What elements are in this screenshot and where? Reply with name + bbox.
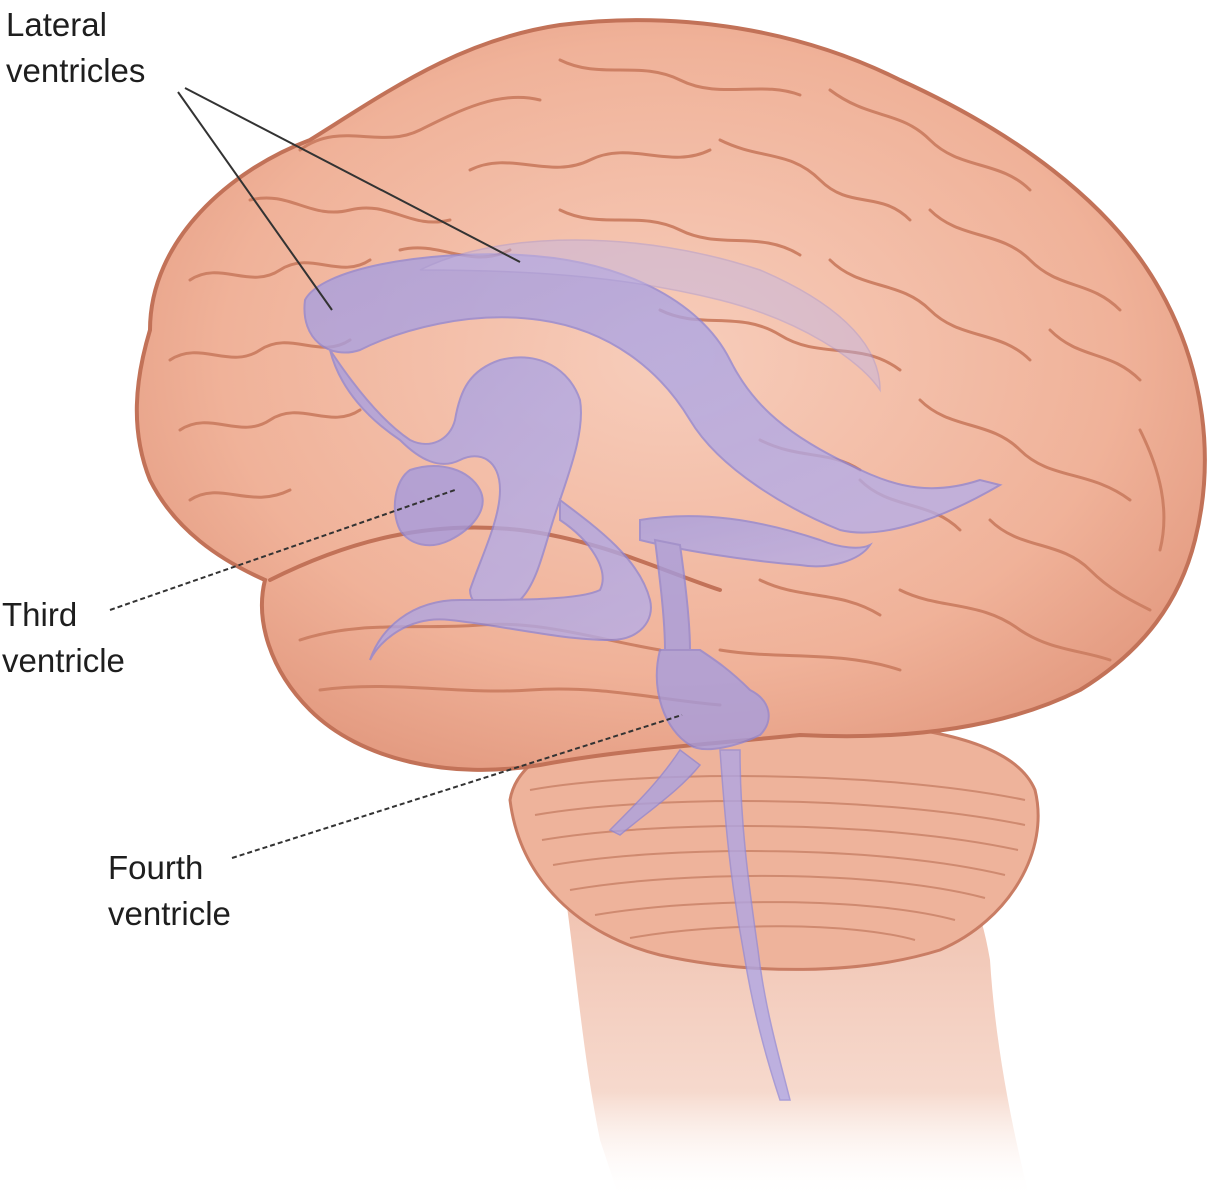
fourth-ventricle-lateral-recess (608, 748, 702, 836)
label-fourth-line2: ventricle (108, 895, 231, 932)
label-third-ventricle: Third ventricle (2, 592, 125, 684)
leader-third (109, 489, 456, 611)
lateral-ventricle-body (303, 253, 1003, 534)
label-lateral-ventricles: Lateral ventricles (6, 2, 145, 94)
posterior-horn (639, 515, 873, 568)
anterior-horn (329, 349, 582, 612)
ventricular-system (303, 239, 1003, 1101)
leader-fourth (231, 714, 683, 859)
lateral-ventricle-far (419, 239, 881, 393)
cerebellum (508, 718, 1040, 971)
label-third-line2: ventricle (2, 642, 125, 679)
label-fourth-ventricle: Fourth ventricle (108, 845, 231, 937)
central-canal (719, 749, 791, 1101)
leader-lateral-2 (184, 87, 521, 263)
third-ventricle (393, 465, 484, 547)
fourth-ventricle (655, 649, 770, 751)
inferior-horn (369, 497, 652, 661)
leader-lines (109, 87, 683, 859)
label-lateral-line2: ventricles (6, 52, 146, 89)
label-third-line1: Third (2, 596, 78, 633)
label-lateral-line1: Lateral (6, 6, 107, 43)
label-fourth-line1: Fourth (108, 849, 204, 886)
leader-lateral-1 (177, 91, 333, 311)
